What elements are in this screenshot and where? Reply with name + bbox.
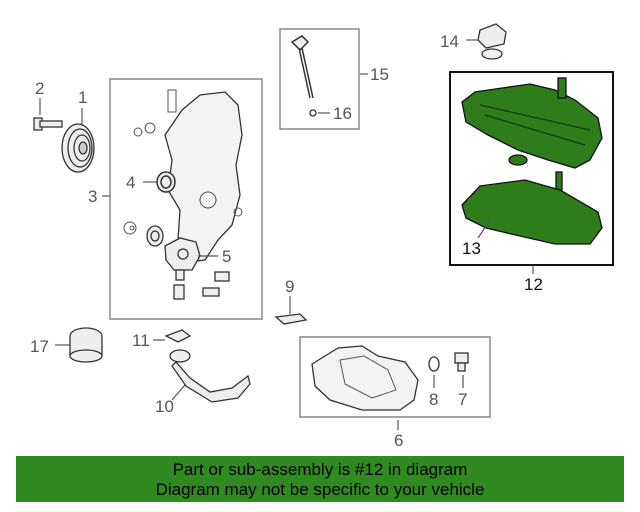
callout-3: 3 (88, 187, 97, 206)
callout-12: 12 (524, 275, 543, 294)
bracket[interactable] (274, 313, 308, 325)
oil-strainer[interactable] (169, 349, 251, 403)
callout-15: 15 (370, 65, 389, 84)
timing-cover-group-box (109, 78, 263, 320)
callout-6: 6 (394, 431, 403, 450)
drain-plug[interactable] (454, 352, 469, 372)
oil-filter[interactable] (69, 327, 103, 363)
valve-cover[interactable] (461, 77, 603, 191)
front-oil-seal[interactable] (156, 171, 176, 193)
timing-chain-cover[interactable] (164, 91, 243, 263)
callout-5: 5 (222, 247, 231, 266)
callout-14: 14 (440, 32, 459, 51)
oil-pump-gear[interactable] (146, 225, 164, 247)
callout-4: 4 (126, 173, 135, 192)
drain-plug-gasket[interactable] (428, 356, 440, 372)
valve-cover-gasket[interactable] (461, 179, 603, 245)
leader-lines (39, 39, 534, 430)
oil-pan[interactable] (311, 345, 419, 411)
callout-13: 13 (462, 239, 481, 258)
parts-diagram: 1 2 3 4 5 6 7 8 9 10 11 12 13 14 15 16 1… (30, 23, 614, 450)
dipstick-o-ring[interactable] (309, 109, 317, 117)
callout-16: 16 (333, 104, 352, 123)
crankshaft-pulley[interactable] (61, 123, 95, 173)
pulley-bolt[interactable] (33, 117, 63, 131)
oil-pan-baffle (339, 355, 397, 399)
callout-10: 10 (155, 397, 174, 416)
callout-8: 8 (429, 390, 438, 409)
oil-dipstick[interactable] (290, 35, 314, 99)
timing-cover-details (123, 89, 243, 235)
oil-filler-cap[interactable] (477, 23, 507, 60)
banner-line-2: Diagram may not be specific to your vehi… (155, 480, 485, 499)
dipstick-group-box (279, 28, 360, 130)
banner-line-1: Part or sub-assembly is #12 in diagram (172, 460, 468, 479)
valve-cover-highlight-box[interactable] (449, 71, 614, 266)
callout-11: 11 (132, 331, 150, 350)
callout-1: 1 (78, 88, 87, 107)
callout-17: 17 (30, 337, 49, 356)
info-banner: Part or sub-assembly is #12 in diagram D… (16, 456, 624, 502)
oil-pump-assembly[interactable] (164, 237, 230, 300)
callout-2: 2 (35, 79, 44, 98)
callout-7: 7 (458, 390, 467, 409)
strainer-gasket[interactable] (164, 329, 192, 343)
oil-pan-group-box (299, 336, 491, 418)
callout-9: 9 (285, 277, 294, 296)
